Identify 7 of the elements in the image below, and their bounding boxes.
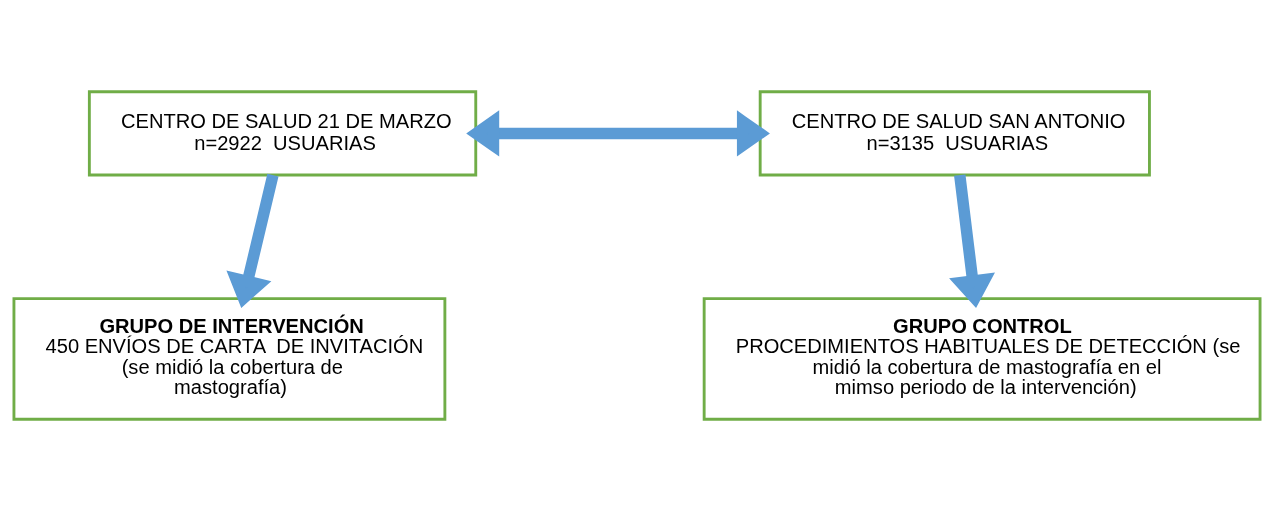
arrow — [949, 173, 995, 308]
node-box: CENTRO DE SALUD SAN ANTONIO n=3135 USUARIAS — [758, 89, 1151, 176]
arrow — [226, 173, 279, 308]
node-box: GRUPO CONTROL PROCEDIMIENTOS HABITUALES DE DETECCIÓN (se midió la cobertura de mastografía en el mimso periodo de la intervención) — [702, 296, 1262, 421]
arrow — [466, 109, 770, 156]
node-box: GRUPO DE INTERVENCIÓN 450 ENVÍOS DE CARTA DE INVITACIÓN (se midió la cobertura de mastografía) — [12, 296, 447, 421]
node-box: CENTRO DE SALUD 21 DE MARZO n=2922 USUARIAS — [87, 89, 478, 176]
